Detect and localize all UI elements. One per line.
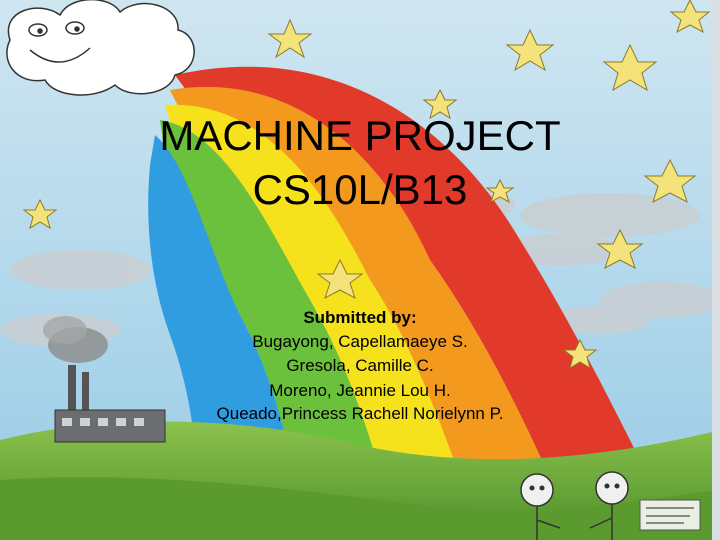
submitted-by-label: Submitted by: <box>303 308 417 327</box>
member-name: Moreno, Jeannie Lou H. <box>269 381 451 400</box>
cloud-face <box>28 21 91 63</box>
slide-title-line-2: CS10L/B13 <box>252 166 468 213</box>
rainbow <box>148 66 650 520</box>
member-name: Bugayong, Capellamaeye S. <box>252 332 468 351</box>
stars <box>22 0 711 370</box>
white-cloud <box>6 0 195 96</box>
member-name: Gresola, Camille C. <box>286 356 434 375</box>
sign <box>639 499 701 531</box>
factory <box>43 316 166 443</box>
right-edge-strip <box>712 0 720 540</box>
grass-hill-front <box>0 477 720 540</box>
member-name: Queado,Princess Rachell Norielynn P. <box>216 404 504 423</box>
stick-figures <box>520 471 629 540</box>
slide-title-line-1: MACHINE PROJECT <box>159 112 561 159</box>
